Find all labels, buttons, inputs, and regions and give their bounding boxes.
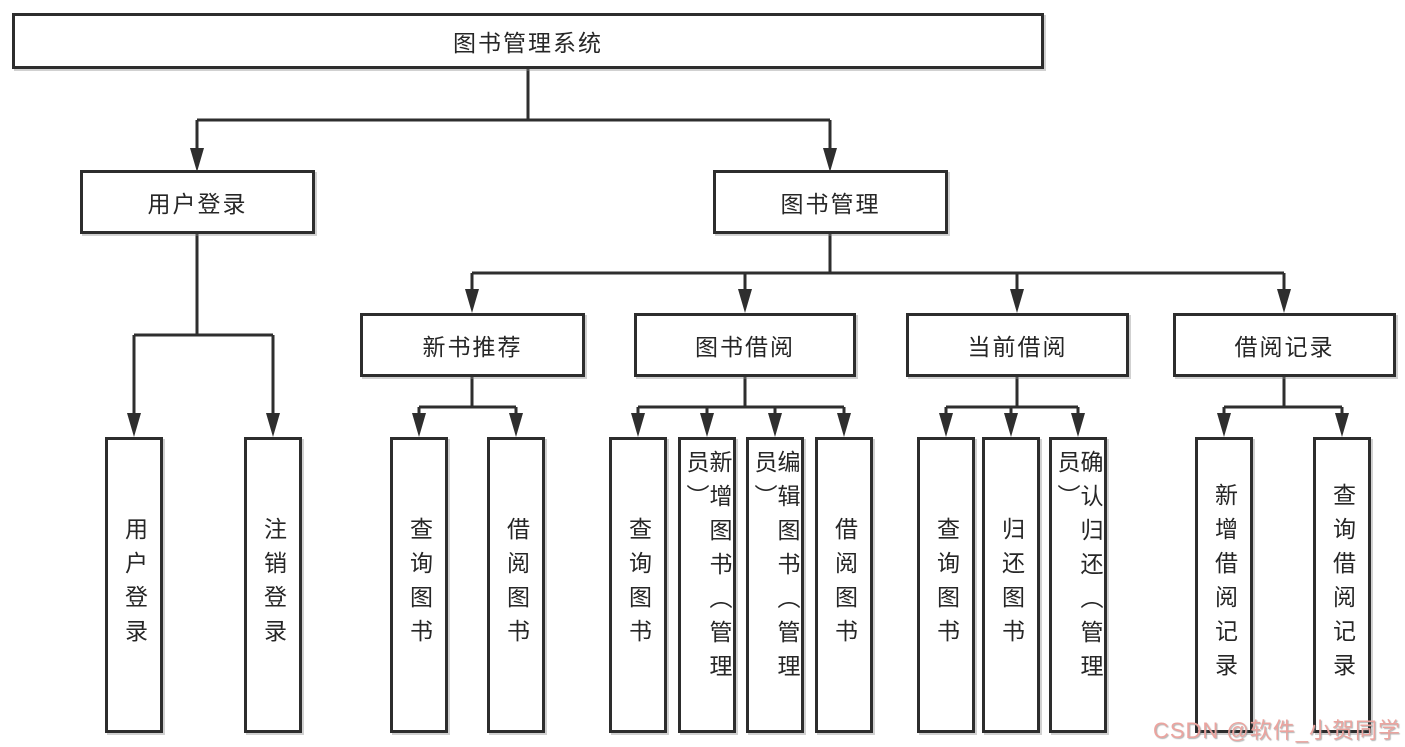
node-library-management-system: 图书管理系统 xyxy=(12,13,1044,69)
leaf-nb-query-books: 查询图书 xyxy=(390,437,448,733)
node-current-borrow: 当前借阅 xyxy=(906,313,1129,377)
node-borrow-records: 借阅记录 xyxy=(1173,313,1396,377)
node-user-login: 用户登录 xyxy=(80,170,315,234)
leaf-cb-confirm-return-admin: 确认归还（管理员） xyxy=(1049,437,1107,733)
leaf-bb-edit-books-admin: 编辑图书（管理员） xyxy=(746,437,804,733)
leaf-bb-query-books: 查询图书 xyxy=(609,437,667,733)
leaf-bb-borrow-books: 借阅图书 xyxy=(815,437,873,733)
leaf-user-login: 用户登录 xyxy=(105,437,163,733)
leaf-br-query-record: 查询借阅记录 xyxy=(1313,437,1371,733)
leaf-nb-borrow-books: 借阅图书 xyxy=(487,437,545,733)
node-new-book-recommend: 新书推荐 xyxy=(360,313,585,377)
node-book-management: 图书管理 xyxy=(713,170,948,234)
csdn-watermark: CSDN @软件_小贺同学 xyxy=(1152,718,1401,743)
leaf-bb-add-books-admin: 新增图书（管理员） xyxy=(678,437,736,733)
node-book-borrow: 图书借阅 xyxy=(634,313,856,377)
leaf-logout: 注销登录 xyxy=(244,437,302,733)
leaf-cb-query-books: 查询图书 xyxy=(917,437,975,733)
leaf-br-add-record: 新增借阅记录 xyxy=(1195,437,1253,733)
leaf-cb-return-books: 归还图书 xyxy=(982,437,1040,733)
